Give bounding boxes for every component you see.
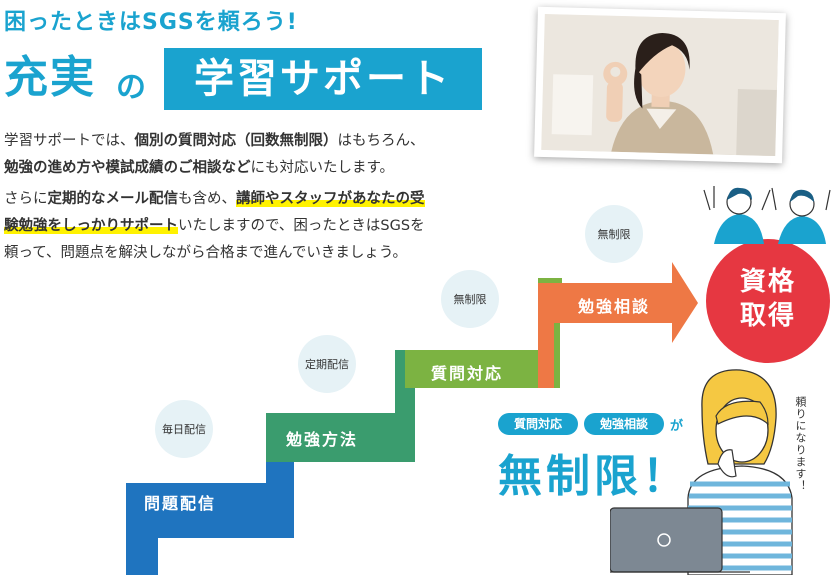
bubble-daily: 毎日配信	[155, 400, 213, 458]
text-segment: も含め、	[178, 191, 236, 207]
bubble-unlimited-1: 無制限	[441, 270, 499, 328]
text-bold: 個別の質問対応（回数無制限）	[134, 133, 338, 149]
woman-ok-sign-illustration	[541, 13, 779, 157]
step-1-shape	[126, 413, 294, 575]
step-4-shape	[538, 262, 698, 388]
description-paragraph-2: さらに定期的なメール配信も含め、講師やスタッフがあなたの受験勉強をしっかりサポー…	[4, 186, 432, 267]
bubble-text: 毎日配信	[162, 423, 206, 436]
text-bold: 勉強の進め方や模試成績のご相談など	[4, 160, 251, 176]
step-3-shape	[405, 278, 562, 388]
goal-badge: 資格 取得	[706, 239, 830, 363]
step-label-2: 勉強方法	[286, 430, 359, 449]
text-segment: 学習サポートでは、	[4, 133, 135, 149]
description-paragraph-1: 学習サポートでは、個別の質問対応（回数無制限）はもちろん、勉強の進め方や模試成績…	[4, 128, 432, 182]
goal-line-1: 資格	[739, 267, 796, 297]
bubble-text: 無制限	[597, 228, 631, 241]
title-particle: の	[116, 70, 146, 105]
speech-text: 頼りになります！	[794, 396, 807, 492]
text-segment: さらに	[4, 191, 48, 207]
bubble-text: 定期配信	[305, 358, 349, 371]
bubble-unlimited-2: 無制限	[585, 205, 643, 263]
bubble-regular: 定期配信	[298, 335, 356, 393]
description: 学習サポートでは、個別の質問対応（回数無制限）はもちろん、勉強の進め方や模試成績…	[4, 128, 432, 267]
pill-question: 質問対応	[498, 413, 578, 435]
promo-particle: が	[670, 419, 684, 434]
step-label-1: 問題配信	[144, 494, 217, 513]
photo-image	[541, 13, 779, 157]
goal-line-2: 取得	[739, 301, 796, 331]
text-segment: にも対応いたします。	[250, 160, 395, 176]
step-label-3: 質問対応	[431, 364, 504, 383]
title-highlight-box: 学習サポート	[164, 48, 482, 110]
pill-consult: 勉強相談	[584, 413, 664, 435]
text-segment: いたしますので、困ったときはSGSを頼って、問題点を解決しながら合格まで進んでい…	[4, 218, 425, 261]
step-2-shape	[266, 350, 437, 462]
cheering-people-illustration	[703, 186, 831, 244]
catchphrase: 困ったときはSGSを頼ろう!	[4, 10, 298, 35]
text-segment: はもちろん、	[337, 133, 425, 149]
woman-laptop-illustration	[610, 369, 793, 575]
unlimited-headline: 無制限！	[498, 451, 690, 502]
page-title: 充実	[4, 52, 96, 103]
step-label-4: 勉強相談	[578, 297, 651, 316]
bubble-text: 無制限	[453, 293, 487, 306]
support-staff-photo	[534, 6, 786, 164]
title-highlight: 学習サポート	[194, 56, 452, 102]
text-bold: 定期的なメール配信	[47, 191, 179, 207]
